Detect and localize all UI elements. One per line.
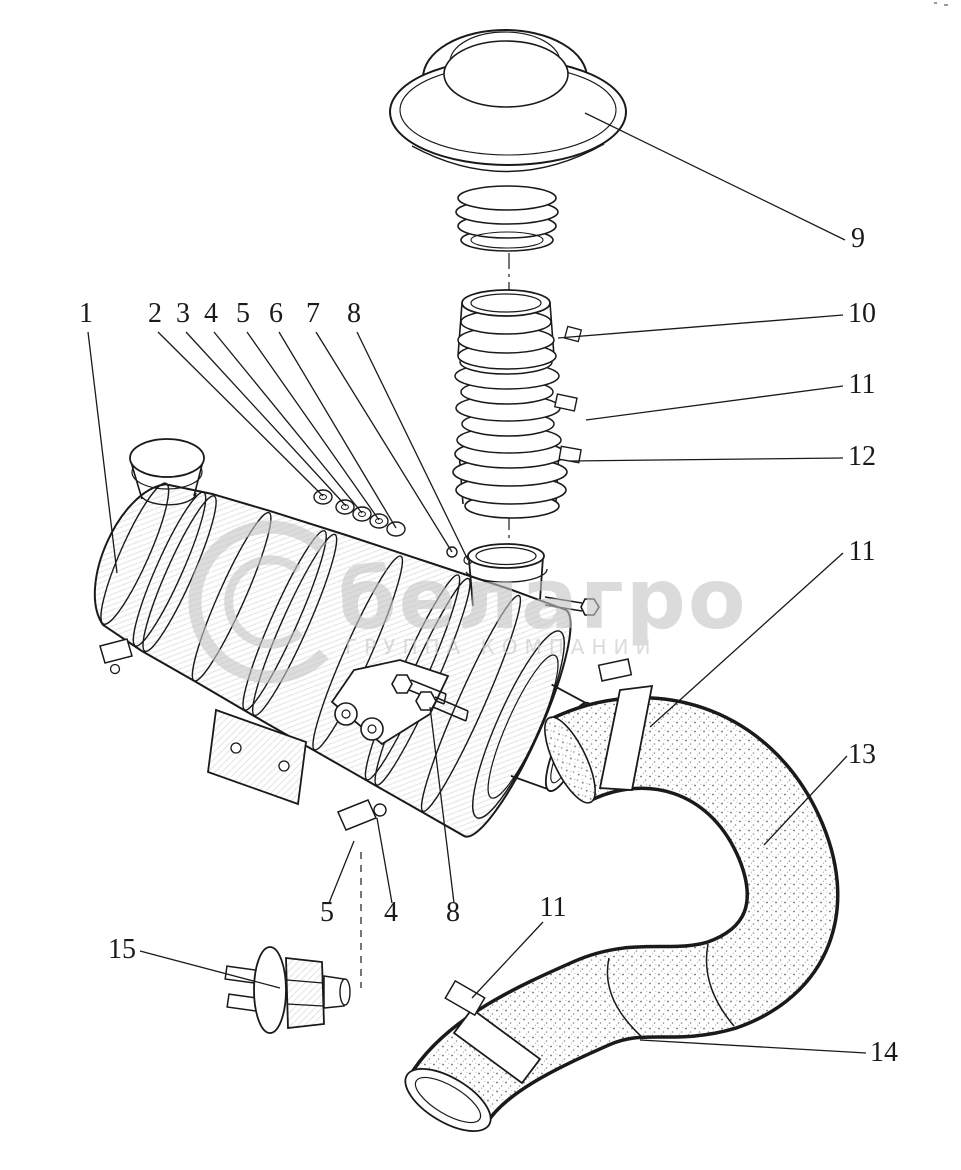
scan-noise <box>934 2 948 6</box>
leader-line-2 <box>157 331 324 497</box>
callout-3: 3 <box>176 298 190 329</box>
callout-15: 15 <box>108 934 136 965</box>
leader-line-11c <box>471 921 544 999</box>
leader-line-5 <box>246 331 380 521</box>
callout-12: 12 <box>848 441 876 472</box>
callout-6: 6 <box>269 298 283 329</box>
hose-clamp-upper <box>597 658 654 791</box>
leader-line-1 <box>87 331 118 574</box>
clamp-screw <box>553 393 578 412</box>
callout-9: 9 <box>851 223 865 254</box>
upper-connector <box>457 289 583 370</box>
watermark-logo-inner <box>224 555 304 649</box>
lower-connector <box>452 439 582 519</box>
leader-line-7 <box>315 331 453 553</box>
callout-10: 10 <box>848 298 876 329</box>
watermark-brand: белагро <box>338 550 748 648</box>
hose-upper-end <box>544 716 596 804</box>
clog-sensor <box>224 946 351 1034</box>
leader-line-3 <box>185 331 347 507</box>
leader-line-8 <box>356 331 469 561</box>
callout-11b: 11 <box>849 536 876 567</box>
leader-line-4 <box>213 331 363 514</box>
callout-14: 14 <box>870 1037 898 1068</box>
leader-line-14 <box>639 1039 867 1054</box>
callout-7: 7 <box>306 298 320 329</box>
clamp-screw <box>563 325 583 343</box>
callout-5b: 5 <box>320 897 334 928</box>
leader-line-10 <box>557 314 844 339</box>
leader-line-5b <box>328 840 355 904</box>
mounting-bracket <box>207 708 307 806</box>
support-arm-and-bolts <box>330 659 469 831</box>
callout-8: 8 <box>347 298 361 329</box>
clamp-screw-housing <box>597 658 633 682</box>
leader-line-11a <box>585 385 844 421</box>
intake-cap <box>389 29 627 252</box>
callout-8b: 8 <box>446 897 460 928</box>
latch-clip <box>99 638 133 675</box>
callout-13: 13 <box>848 739 876 770</box>
leader-line-13 <box>763 755 848 846</box>
callout-4: 4 <box>204 298 218 329</box>
callout-5: 5 <box>236 298 250 329</box>
callout-2: 2 <box>148 298 162 329</box>
flange-hex-bolt <box>544 596 600 616</box>
leader-lines <box>87 112 867 1054</box>
leader-line-9 <box>584 112 846 241</box>
leader-line-8b <box>429 706 455 904</box>
callout-1: 1 <box>79 298 93 329</box>
watermark-subtitle: ГРУППА КОМПАНИЙ <box>345 635 657 659</box>
leader-line-6 <box>278 331 397 529</box>
leader-line-4b <box>376 817 393 904</box>
top-fasteners <box>313 489 473 565</box>
callout-11a: 11 <box>849 369 876 400</box>
inlet-stub <box>465 543 600 616</box>
clamp-screw <box>558 445 582 464</box>
watermark: белагро ГРУППА КОМПАНИЙ <box>188 520 748 684</box>
hose-clamp-lower <box>444 979 542 1085</box>
leader-line-12 <box>569 457 844 462</box>
callout-11c: 11 <box>540 892 567 923</box>
hose-open-end <box>404 1068 492 1132</box>
watermark-logo-outer <box>188 520 329 684</box>
leader-line-15 <box>139 950 281 989</box>
callout-4b: 4 <box>384 897 398 928</box>
callout-numbers: 1 2 3 4 5 6 7 8 9 10 11 12 11 13 5 4 8 1… <box>79 223 898 1068</box>
elbow-hose <box>404 696 840 1132</box>
leader-line-11b <box>649 552 844 728</box>
connector-stack <box>452 289 583 519</box>
clamp-screw-housing <box>444 979 486 1017</box>
filler-cap <box>129 438 205 506</box>
